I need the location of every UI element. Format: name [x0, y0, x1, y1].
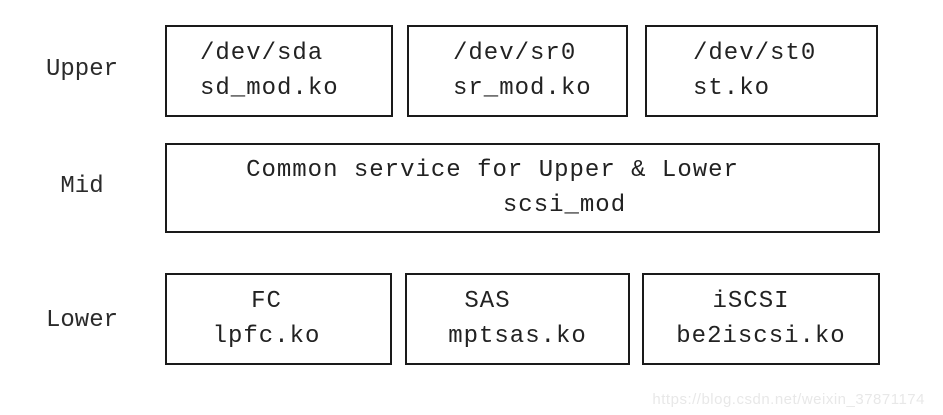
transport-label: iSCSI: [712, 288, 790, 315]
box-dev-sr0: /dev/sr0 sr_mod.ko: [407, 25, 628, 117]
kernel-module-label: be2iscsi.ko: [676, 323, 846, 350]
layer-label-lower: Lower: [45, 306, 118, 334]
box-dev-st0: /dev/st0 st.ko: [645, 25, 878, 117]
box-dev-sda: /dev/sda sd_mod.ko: [165, 25, 393, 117]
csdn-watermark: https://blog.csdn.net/weixin_37871174: [652, 391, 925, 408]
box-fc: FC lpfc.ko: [165, 273, 392, 365]
transport-label: FC: [251, 288, 282, 315]
kernel-module-label: st.ko: [693, 75, 771, 102]
kernel-module-label: scsi_mod: [502, 192, 627, 219]
kernel-module-label: mptsas.ko: [448, 323, 587, 350]
device-node-label: /dev/st0: [693, 40, 817, 67]
mid-layer-description: Common service for Upper & Lower: [246, 157, 739, 184]
layer-label-upper: Upper: [45, 55, 118, 83]
kernel-module-label: sd_mod.ko: [200, 75, 339, 102]
box-scsi-mod: Common service for Upper & Lower scsi_mo…: [165, 143, 880, 233]
kernel-module-label: lpfc.ko: [212, 323, 321, 350]
kernel-module-label: sr_mod.ko: [453, 75, 592, 102]
device-node-label: /dev/sr0: [453, 40, 577, 67]
device-node-label: /dev/sda: [200, 40, 324, 67]
box-sas: SAS mptsas.ko: [405, 273, 630, 365]
transport-label: SAS: [464, 288, 511, 315]
layer-label-mid: Mid: [60, 172, 104, 200]
box-iscsi: iSCSI be2iscsi.ko: [642, 273, 880, 365]
